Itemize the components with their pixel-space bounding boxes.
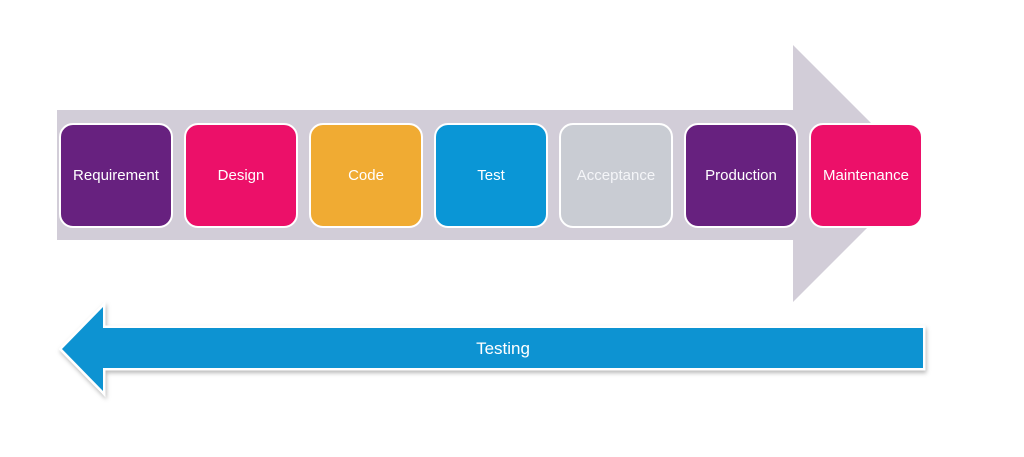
stage-label: Maintenance: [823, 167, 909, 184]
testing-label-wrap: Testing: [83, 328, 923, 368]
testing-label: Testing: [476, 338, 530, 358]
stage-label: Acceptance: [576, 167, 656, 184]
stage-label: Test: [477, 167, 505, 184]
stage-label: Design: [217, 167, 265, 184]
stage-box-acceptance: Acceptance: [559, 123, 673, 228]
stage-box-maintenance: Maintenance: [809, 123, 923, 228]
stage-box-test: Test: [434, 123, 548, 228]
stage-label: Production: [705, 167, 777, 184]
stage-box-code: Code: [309, 123, 423, 228]
stage-label: Code: [348, 167, 384, 184]
stage-label: Requirement: [73, 167, 159, 184]
stage-box-design: Design: [184, 123, 298, 228]
stage-box-production: Production: [684, 123, 798, 228]
stage-box-requirement: Requirement: [59, 123, 173, 228]
stage-row: Requirement Design Code Test Acceptance Produ…: [59, 123, 923, 228]
